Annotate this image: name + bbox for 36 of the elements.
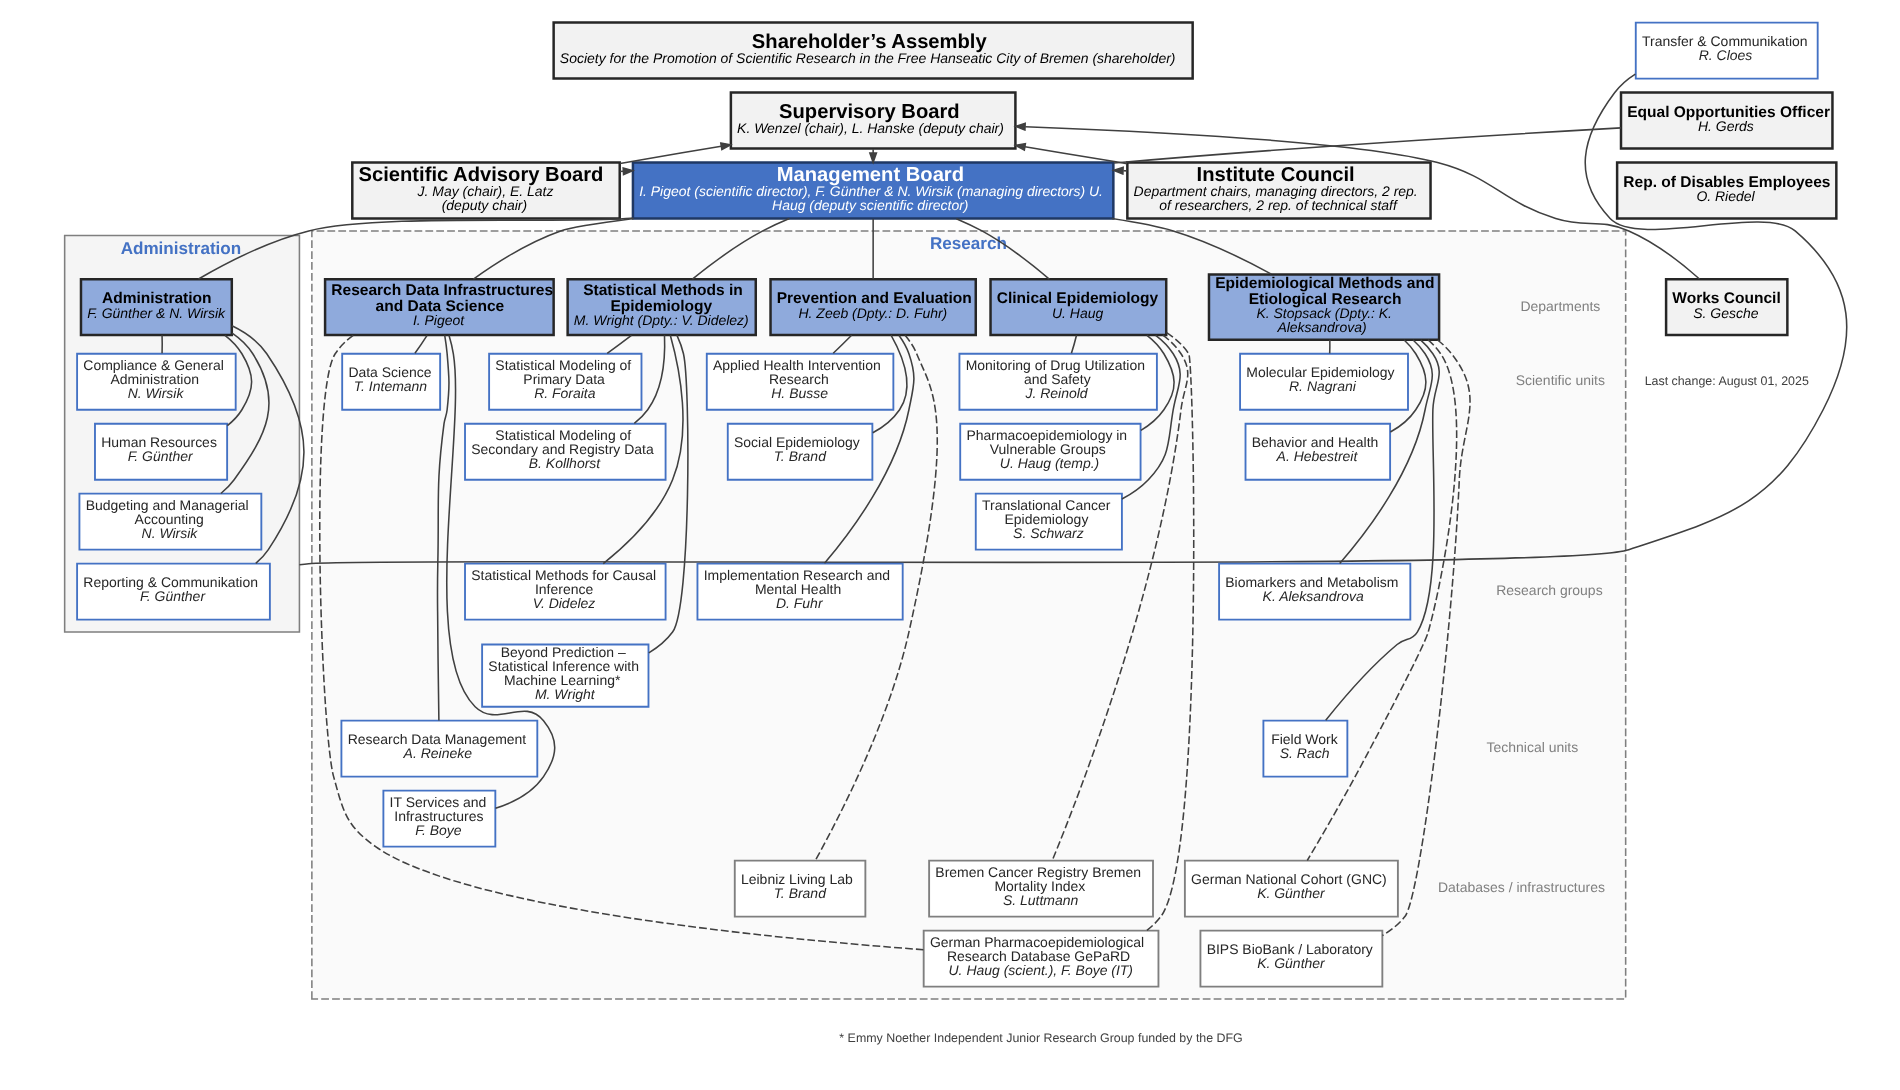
connector	[1389, 339, 1427, 433]
connector	[224, 334, 253, 427]
connector	[955, 217, 1051, 280]
connector	[1051, 334, 1189, 862]
connector	[319, 334, 925, 951]
connector	[602, 334, 684, 565]
connector	[1140, 334, 1175, 432]
arrow	[1013, 122, 1701, 280]
connector	[298, 73, 1848, 566]
connector	[414, 334, 428, 355]
connector	[1306, 339, 1458, 862]
connector	[1070, 334, 1078, 355]
connector	[1121, 334, 1181, 500]
connector	[606, 334, 633, 355]
connector	[436, 334, 450, 722]
arrow	[619, 142, 733, 165]
connector	[446, 334, 556, 810]
connector	[161, 334, 163, 355]
connector	[1113, 127, 1622, 164]
connector	[197, 217, 634, 280]
connector	[1146, 331, 1195, 932]
connector	[472, 217, 635, 280]
connector	[1328, 339, 1331, 355]
connector	[872, 218, 874, 280]
connector	[872, 334, 908, 434]
connector	[814, 334, 938, 862]
arrow	[1013, 142, 1128, 165]
connector	[691, 217, 791, 280]
connector	[1381, 339, 1471, 937]
connector	[823, 334, 915, 565]
connector	[832, 334, 853, 355]
connector	[1324, 339, 1440, 722]
arrow	[868, 148, 878, 165]
connector	[648, 334, 689, 654]
connector	[1338, 339, 1434, 565]
connector	[231, 324, 305, 565]
